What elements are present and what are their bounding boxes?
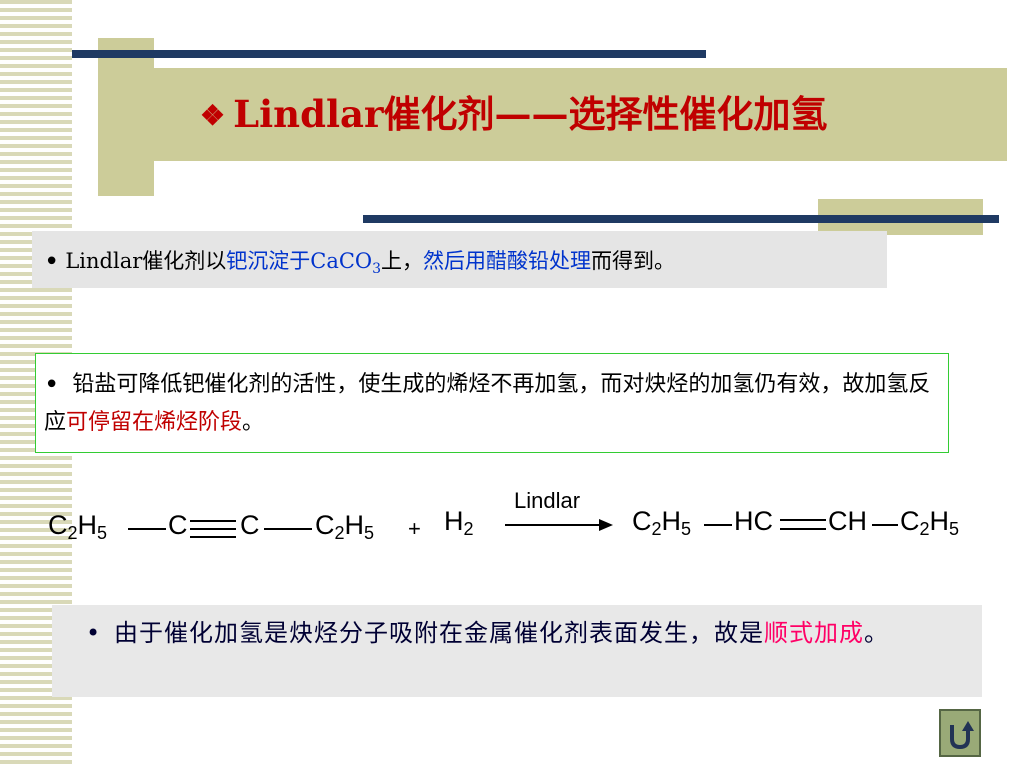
text-segment: 由于催化加氢是炔烃分子吸附在金属催化剂表面发生，故是 — [114, 619, 764, 647]
atom: H — [929, 506, 950, 536]
single-bond — [704, 524, 732, 526]
text-segment: 铅盐可降低钯催化剂的活性，使生成的烯烃不再加氢，而对炔烃的加氢仍有效，故加氢反应 — [44, 372, 931, 435]
top-rule — [72, 50, 706, 58]
cis-addition-text: • 由于催化加氢是炔烃分子吸附在金属催化剂表面发生，故是顺式加成。 — [86, 615, 974, 651]
text-segment: 而得到。 — [591, 249, 676, 273]
info-box-preparation: •Lindlar催化剂以钯沉淀于CaCO3上，然后用醋酸铅处理而得到。 — [32, 231, 887, 288]
subscript: 5 — [364, 523, 375, 543]
subscript: 2 — [334, 523, 345, 543]
atom: C — [48, 510, 68, 540]
subscript: 5 — [949, 519, 960, 539]
reaction-equation: C2H5 C C C2H5 + H2 Lindlar C2H5 HC CH C2… — [0, 470, 1024, 560]
highlight-text: 然后用醋酸铅处理 — [423, 249, 592, 273]
single-bond — [128, 528, 166, 530]
triple-bond-line — [190, 536, 236, 538]
ethyl-group-product-right: C2H5 — [900, 506, 959, 540]
subscript: 3 — [372, 261, 382, 278]
hydrogen-molecule: H2 — [444, 506, 474, 540]
slide-title: ❖Lindlar催化剂——选择性催化加氢 — [200, 82, 827, 146]
subscript: 5 — [97, 523, 108, 543]
atom: C — [900, 506, 920, 536]
text-segment: 。 — [242, 410, 265, 435]
ethyl-group-left: C2H5 — [48, 510, 107, 544]
slide-title-text: Lindlar催化剂——选择性催化加氢 — [233, 92, 828, 136]
atom: H — [661, 506, 682, 536]
double-bond-line — [780, 519, 826, 521]
alkyne-carbon-1: C — [168, 510, 188, 540]
atom: C — [315, 510, 335, 540]
single-bond — [872, 524, 898, 526]
triple-bond-line — [190, 520, 236, 522]
catalyst-label: Lindlar — [514, 488, 581, 513]
double-bond-line — [780, 528, 826, 530]
text-segment: 上， — [381, 249, 424, 273]
subscript: 5 — [681, 519, 692, 539]
highlight-text: 钯沉淀于CaCO3 — [226, 249, 381, 277]
subscript: 2 — [463, 519, 474, 539]
atom: C — [632, 506, 652, 536]
alkene-carbon-2: CH — [828, 506, 867, 536]
return-arrow-icon — [950, 721, 974, 750]
single-bond — [264, 528, 312, 530]
bullet: • — [86, 619, 102, 647]
bottom-rule — [363, 215, 999, 223]
text-segment: 。 — [864, 619, 889, 647]
ethyl-group-product-left: C2H5 — [632, 506, 691, 540]
ethyl-group-right: C2H5 — [315, 510, 374, 544]
title-background — [154, 68, 1007, 161]
reaction-arrow-icon — [505, 519, 613, 531]
plus-sign: + — [408, 516, 421, 541]
bullet: • — [44, 247, 60, 277]
text-segment: Lindlar催化剂以 — [65, 249, 227, 273]
atom: H — [77, 510, 98, 540]
atom: H — [444, 506, 464, 536]
diamond-ornament-icon: ❖ — [200, 99, 226, 132]
subscript: 2 — [651, 519, 662, 539]
info-box-lead-salt: • 铅盐可降低钯催化剂的活性，使生成的烯烃不再加氢，而对炔烃的加氢仍有效，故加氢… — [35, 353, 949, 453]
lead-salt-text: • 铅盐可降低钯催化剂的活性，使生成的烯烃不再加氢，而对炔烃的加氢仍有效，故加氢… — [44, 366, 944, 441]
highlight-segment: 钯沉淀于CaCO — [226, 249, 373, 273]
alkene-carbon-1: HC — [734, 506, 773, 536]
return-button[interactable] — [939, 709, 981, 757]
title-decoration-block — [98, 38, 154, 196]
triple-bond-line — [190, 528, 236, 530]
bullet: • — [44, 370, 60, 400]
subscript: 2 — [67, 523, 78, 543]
highlight-text: 可停留在烯烃阶段 — [66, 410, 243, 435]
atom: H — [344, 510, 365, 540]
preparation-text: •Lindlar催化剂以钯沉淀于CaCO3上，然后用醋酸铅处理而得到。 — [44, 245, 675, 277]
info-box-cis-addition: • 由于催化加氢是炔烃分子吸附在金属催化剂表面发生，故是顺式加成。 — [52, 605, 982, 697]
alkyne-carbon-2: C — [240, 510, 260, 540]
subscript: 2 — [919, 519, 930, 539]
highlight-text: 顺式加成 — [764, 619, 864, 647]
